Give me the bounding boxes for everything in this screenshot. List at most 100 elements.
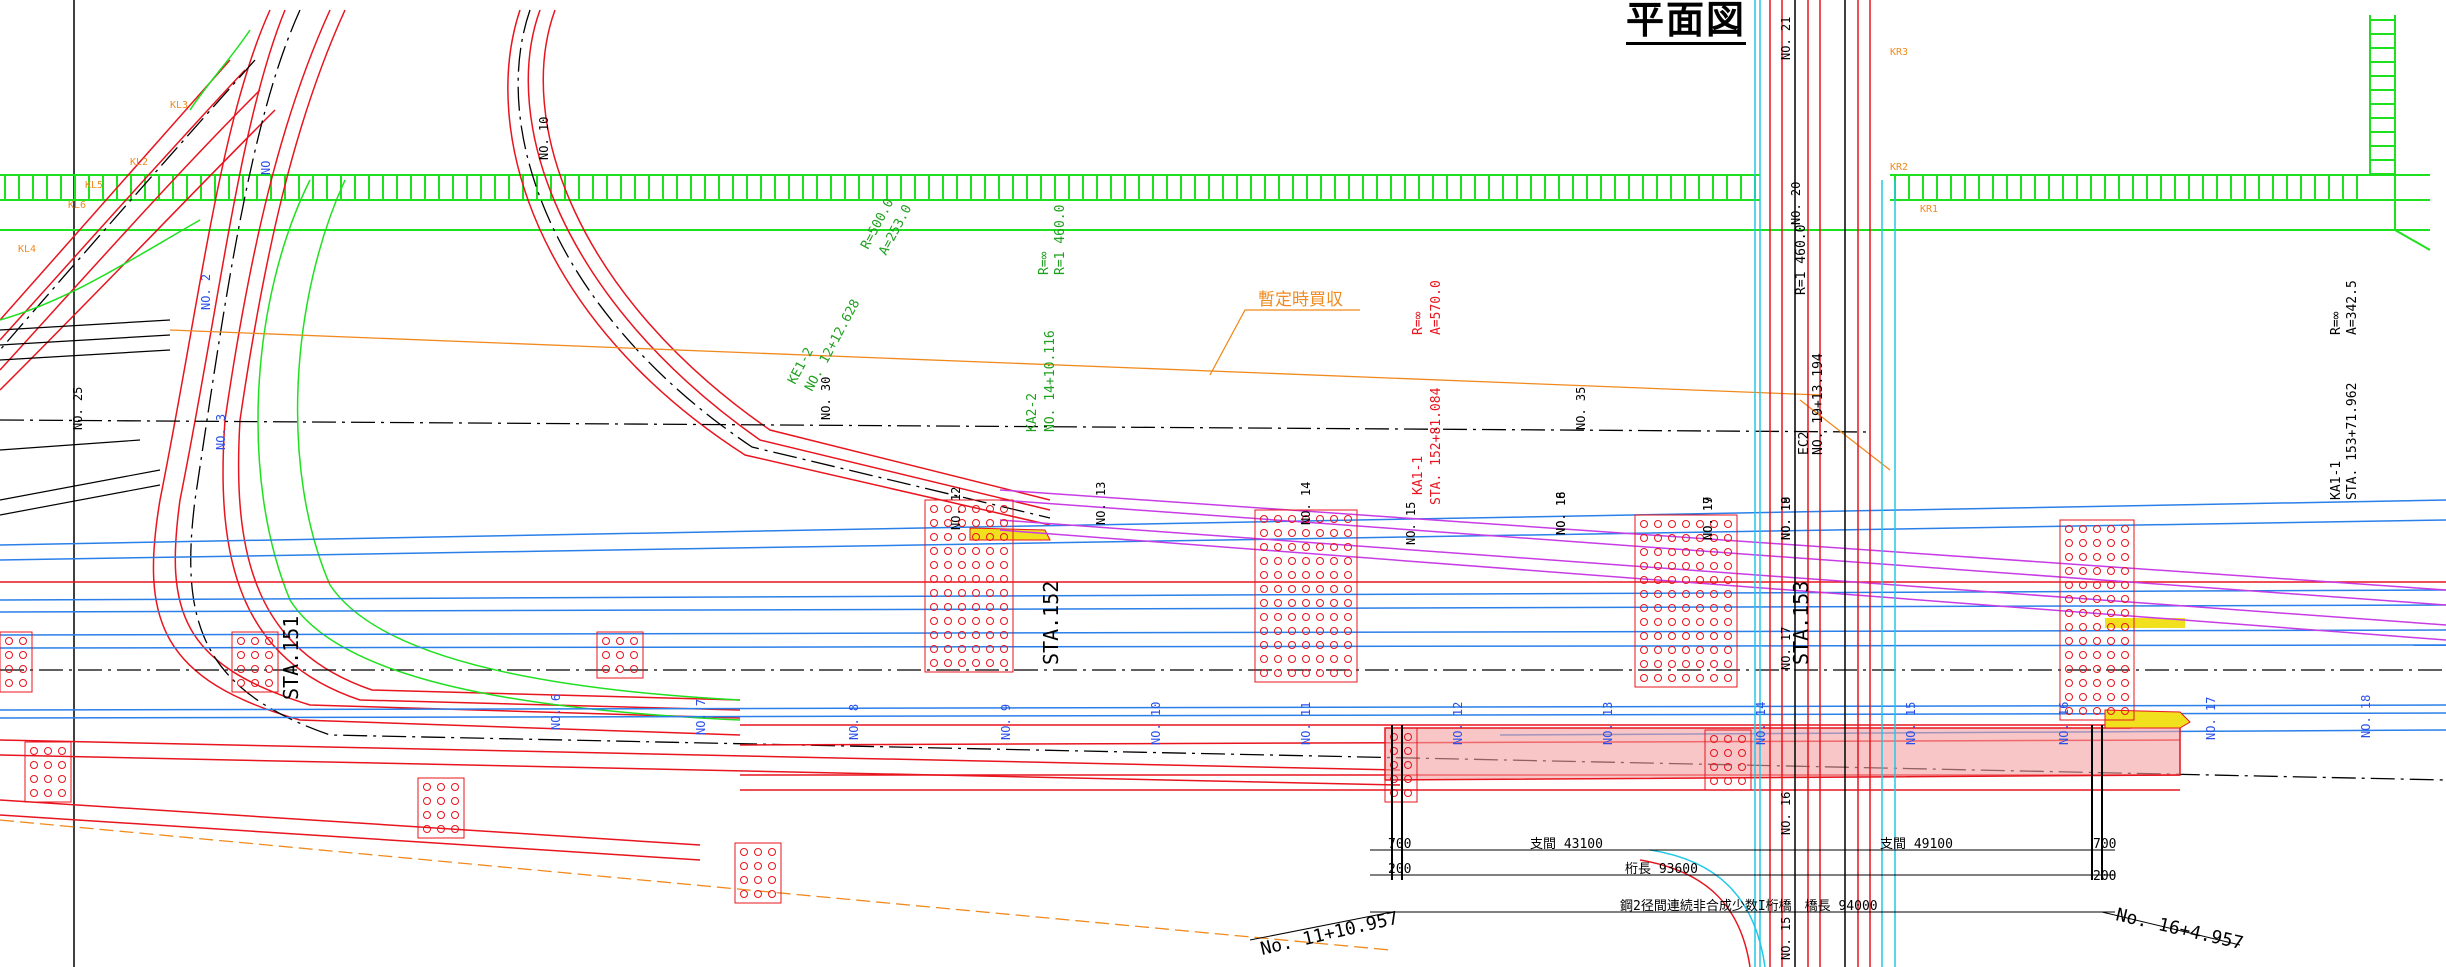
- station-no-blue: NO: [259, 161, 273, 175]
- chainage-right: No. 16+4.957: [2114, 904, 2245, 954]
- footing: [924, 499, 1014, 673]
- orange-key-label: KL6: [68, 200, 86, 211]
- curve-sta15281: STA. 152+81.084: [1429, 387, 1444, 505]
- station-no-black: NO. 25: [71, 387, 85, 430]
- yellow-nose-right: [2104, 709, 2191, 729]
- curve-no1913: NO. 19+13.194: [1811, 353, 1826, 455]
- station-no-black: NO. 13: [1094, 482, 1108, 525]
- station-no-black: NO. 17: [1701, 497, 1715, 540]
- pier-footings: [0, 499, 2135, 904]
- curve-rinf1: R=∞: [1037, 251, 1052, 275]
- station-no-black: NO. 19: [1779, 497, 1793, 540]
- station-no-blue: NO. 17: [2204, 697, 2218, 740]
- dim-girder: 桁長 93600: [1625, 862, 1698, 877]
- curve-rinf3: R=∞: [2329, 311, 2344, 335]
- curve-no14116: NO. 14+10.116: [1043, 330, 1058, 432]
- footing: [0, 631, 33, 693]
- station-no-blue: NO. 16: [2057, 702, 2071, 745]
- station-no-blue: NO. 2: [199, 274, 213, 310]
- station-no-blue: NO. 3: [214, 414, 228, 450]
- cross-road: [1639, 0, 1896, 967]
- orange-key-label: KR3: [1890, 47, 1908, 58]
- footing: [1254, 509, 1358, 683]
- station-no-black: NO. 14: [1299, 482, 1313, 525]
- footing: [417, 777, 465, 839]
- station-no-black: NO. 10: [537, 117, 551, 160]
- centerlines: [0, 9, 2446, 781]
- station-no-blue: NO. 9: [999, 704, 1013, 740]
- red-mainline: [0, 581, 2446, 861]
- page-title: 平面図: [1626, 0, 1747, 45]
- orange-key-label: KR2: [1890, 162, 1908, 173]
- abutments: [1391, 725, 2103, 880]
- station-no-black: NO. 18: [1554, 492, 1568, 535]
- magenta-lanes: [999, 489, 2446, 641]
- station-no-blue: NO. 18: [2359, 695, 2373, 738]
- footing: [24, 741, 72, 803]
- blue-lanes: [0, 499, 2446, 736]
- label-sta152: STA.152: [1039, 581, 1063, 665]
- footing: [596, 631, 644, 679]
- station-no-black: NO. 30: [819, 377, 833, 420]
- footing: [1634, 514, 1738, 688]
- footing: [231, 631, 279, 693]
- station-no-blue: NO. 11: [1299, 702, 1313, 745]
- chainage-left: No. 11+10.957: [1258, 908, 1400, 960]
- station-no-black: NO. 16: [1779, 792, 1793, 835]
- station-no-black: NO. 19: [1701, 497, 1715, 540]
- yellow-nose-right-upper: [2105, 618, 2185, 628]
- dim-200b: 200: [2093, 869, 2116, 884]
- yellow-nose-mid: [969, 527, 1051, 541]
- dim-200a: 200: [1388, 862, 1411, 877]
- curve-ka11b: KA1-1: [2329, 461, 2344, 500]
- station-no-black: NO. 35: [1574, 387, 1588, 430]
- station-no-black: NO. 15: [1404, 502, 1418, 545]
- dim-700b: 700: [2093, 837, 2116, 852]
- curve-a342: A=342.5: [2345, 280, 2360, 335]
- curve-rinf2: R=∞: [1411, 311, 1426, 335]
- footing: [734, 842, 782, 904]
- footing: [1704, 729, 1752, 791]
- label-sta153: STA.153: [1789, 581, 1813, 665]
- station-no-blue: NO. 6: [549, 694, 563, 730]
- orange-key-label: KL4: [18, 244, 36, 255]
- station-no-black: NO. 15: [1779, 917, 1793, 960]
- station-no-blue: NO. 8: [847, 704, 861, 740]
- curve-r1460b: R=1 460.0: [1794, 225, 1809, 295]
- green-slopes-left: [0, 29, 741, 721]
- dim-span2: 支間 49100: [1880, 837, 1953, 852]
- curve-sta15371: STA. 153+71.962: [2345, 383, 2360, 500]
- station-no-black: NO. 17: [1779, 627, 1793, 670]
- station-no-black: NO. 18: [1779, 497, 1793, 540]
- station-no-black: NO. 16: [1554, 492, 1568, 535]
- dimension-lines: [1249, 849, 2241, 946]
- curve-a570: A=570.0: [1429, 280, 1444, 335]
- station-no-black: NO. 21: [1779, 17, 1793, 60]
- footing: [2059, 519, 2135, 721]
- green-road-top: [0, 15, 2431, 251]
- dim-bridge: 鋼2径間連続非合成少数I桁橋 橋長 94000: [1620, 899, 1878, 914]
- label-sta151: STA.151: [279, 616, 303, 700]
- station-no-black: NO. 12: [949, 487, 963, 530]
- station-no-blue: NO. 14: [1754, 702, 1768, 745]
- dim-span1: 支間 43100: [1530, 837, 1603, 852]
- orange-key-label: KL2: [130, 157, 148, 168]
- station-no-blue: NO. 15: [1904, 702, 1918, 745]
- curve-r1460a: R=1 460.0: [1053, 205, 1068, 275]
- curve-ka11: KA1-1: [1411, 456, 1426, 495]
- station-no-blue: NO. 12: [1451, 702, 1465, 745]
- curve-ec2: EC2: [1797, 432, 1812, 455]
- orange-key-label: KL3: [170, 100, 188, 111]
- station-no-black: NO. 20: [1789, 182, 1803, 225]
- orange-key-label: KR1: [1920, 204, 1938, 215]
- curve-ka22: KA2-2: [1025, 393, 1040, 432]
- station-no-blue: NO. 10: [1149, 702, 1163, 745]
- orange-key-label: KL5: [85, 180, 103, 191]
- label-purchase: 暫定時買収: [1258, 290, 1343, 310]
- left-black-edges: [0, 319, 171, 516]
- dim-700a: 700: [1388, 837, 1411, 852]
- station-no-blue: NO. 13: [1601, 702, 1615, 745]
- left-ramps: [0, 9, 1051, 736]
